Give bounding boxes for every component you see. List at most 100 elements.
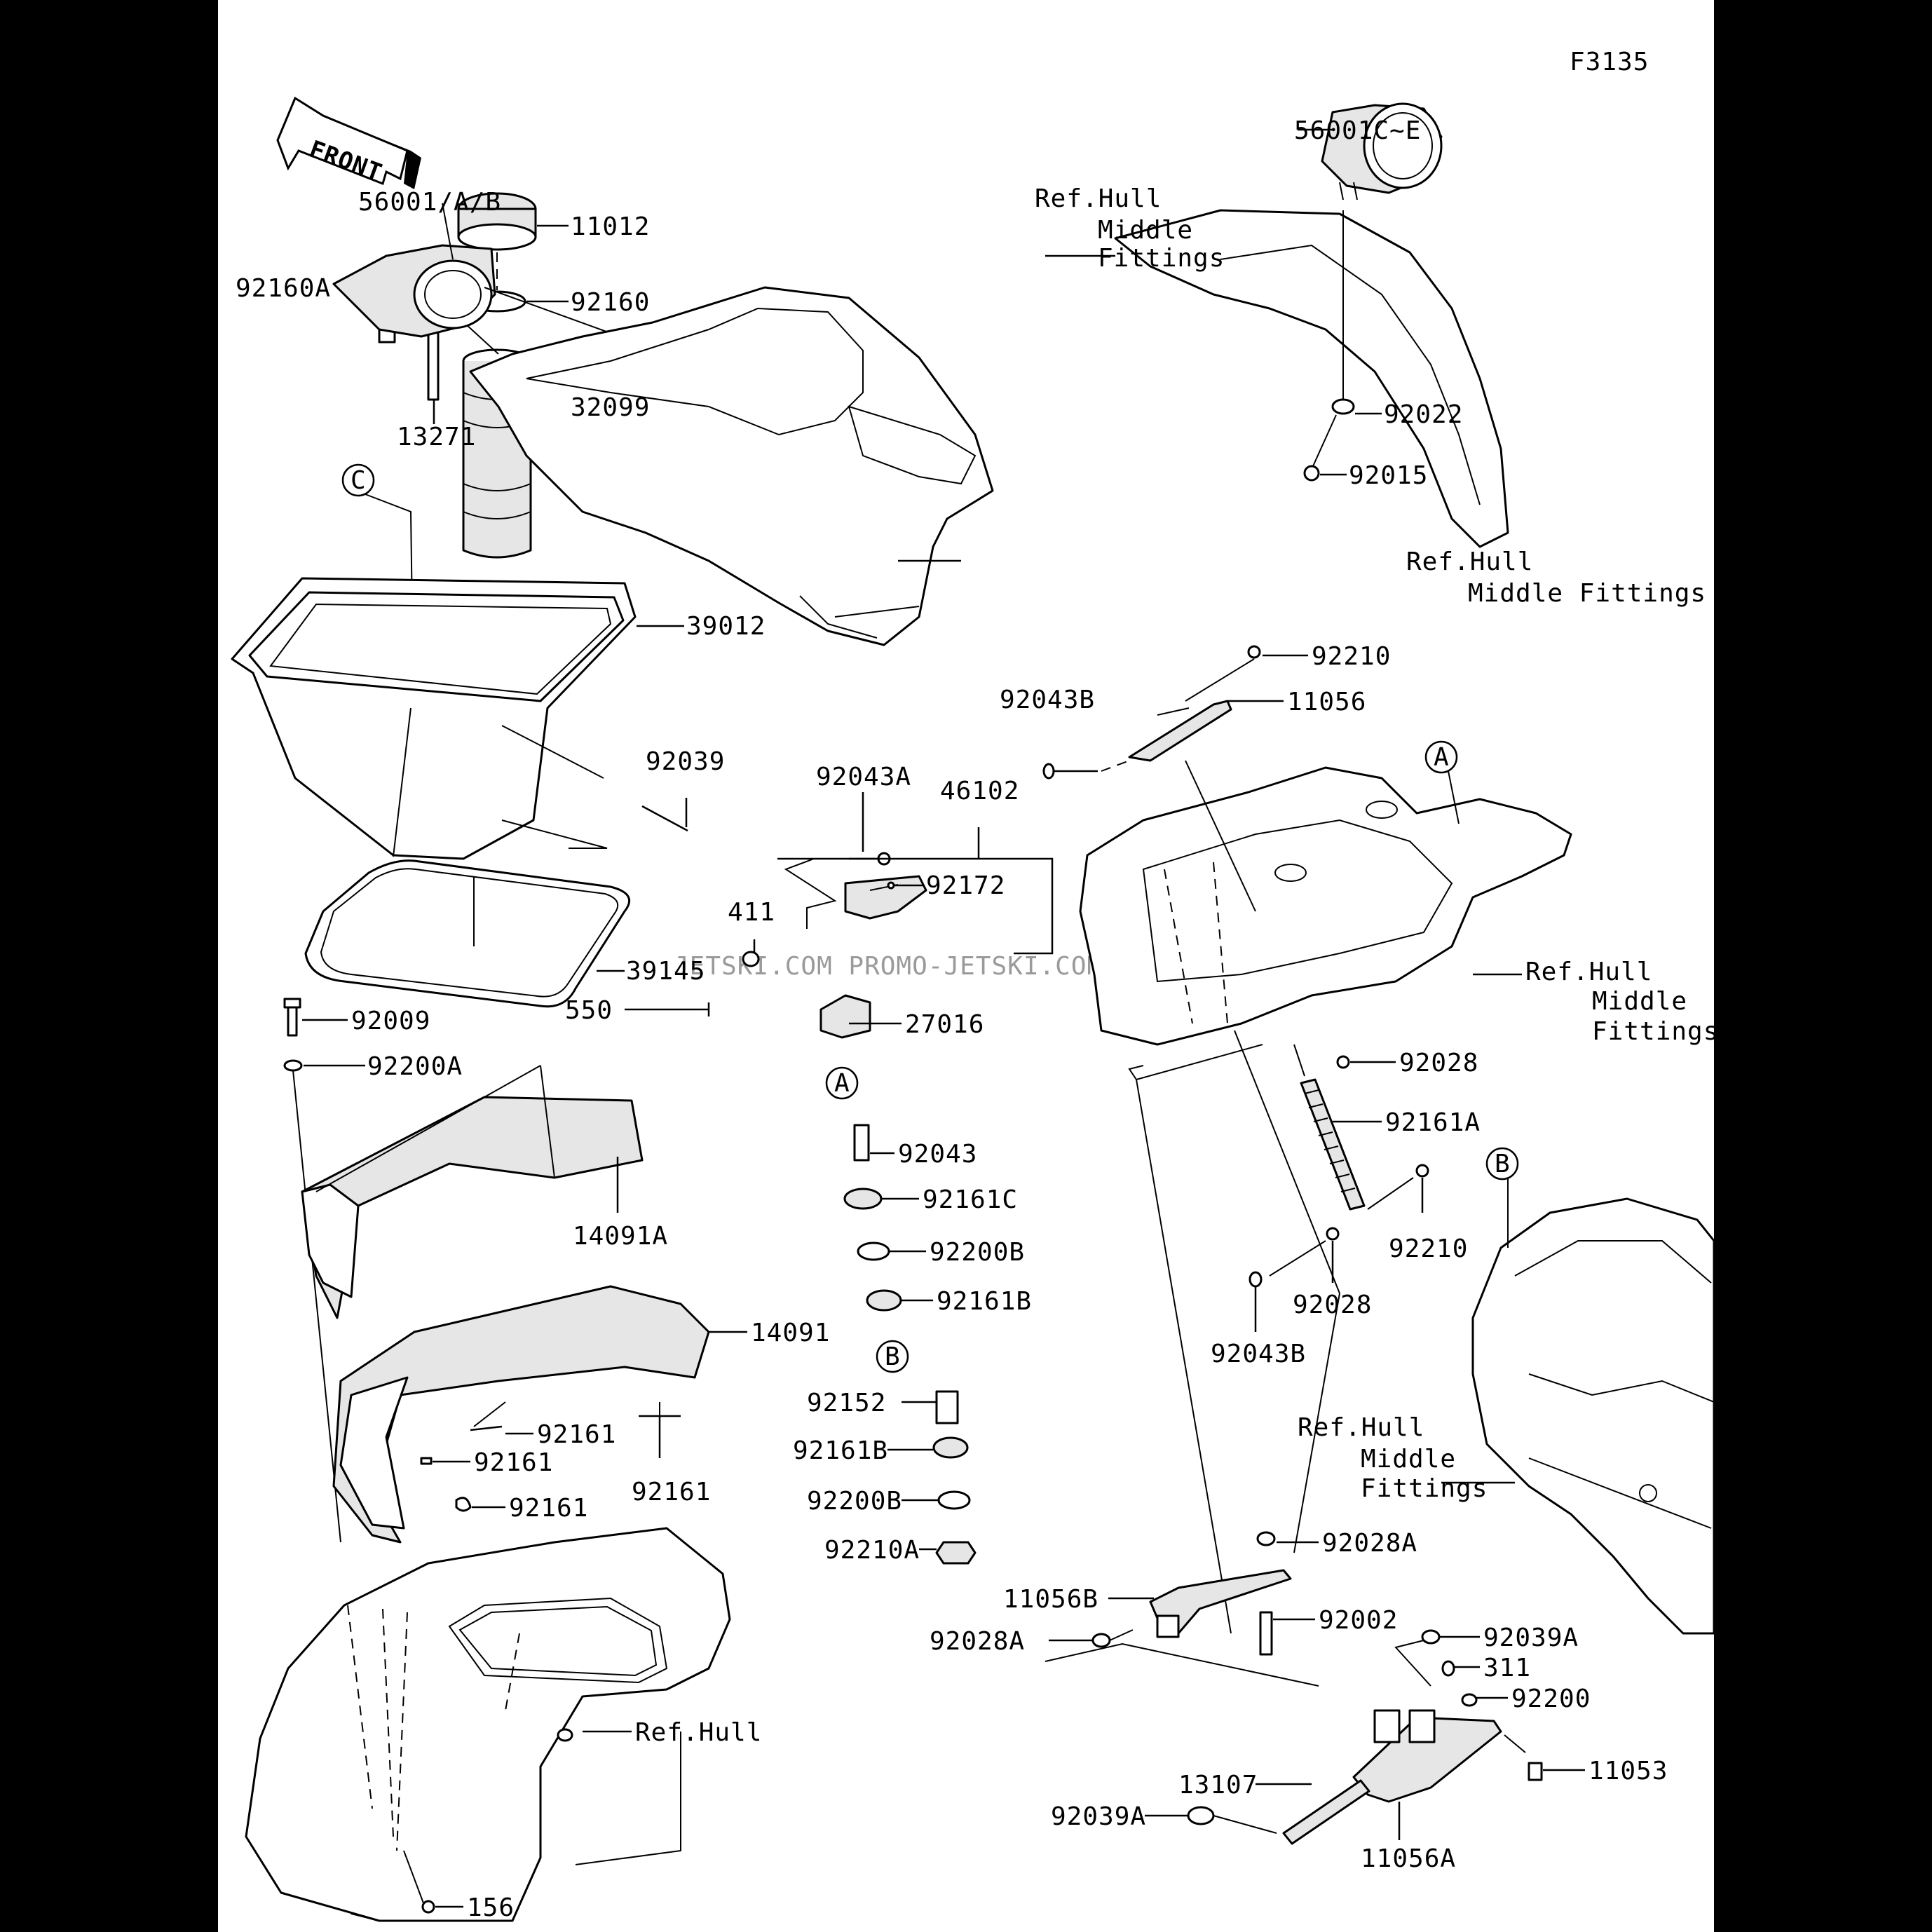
ref-hull-1-line1: Ref.Hull xyxy=(1035,184,1162,213)
svg-text:B: B xyxy=(1495,1150,1511,1178)
part-411-washer xyxy=(742,939,760,967)
label-92161A: 92161A xyxy=(1385,1108,1481,1137)
part-92039-pin xyxy=(641,798,688,832)
svg-text:A: A xyxy=(1434,743,1450,772)
ref-hull-4-line3: Fittings xyxy=(1361,1474,1488,1503)
label-156: 156 xyxy=(467,1893,515,1922)
label-14091A: 14091A xyxy=(573,1222,668,1251)
part-92210A-nut xyxy=(919,1541,977,1565)
link-line-2 xyxy=(1135,1044,1263,1634)
part-92002-screw xyxy=(1259,1611,1315,1656)
label-92015: 92015 xyxy=(1349,461,1428,490)
part-56001AB-mirror xyxy=(332,203,727,376)
part-hull-middle-fittings-1 xyxy=(469,286,994,646)
part-92015-nut xyxy=(1303,414,1347,482)
svg-text:B: B xyxy=(885,1342,901,1371)
label-13271: 13271 xyxy=(397,423,476,451)
ref-marker-c xyxy=(341,463,375,497)
part-hull-middle-fittings-3 xyxy=(1079,760,1572,1046)
part-46102-latch-body xyxy=(844,875,927,920)
label-92043: 92043 xyxy=(898,1140,977,1169)
part-92028A-spacer xyxy=(1256,1531,1319,1546)
label-11012: 11012 xyxy=(571,212,650,241)
ref-hull-3-line2: Middle xyxy=(1592,987,1687,1016)
diagram-sheet: F3135 FRONT JETSKI.COM PROMO-JETSKI.COM … xyxy=(218,0,1714,1932)
part-56001CE-mirror xyxy=(1298,102,1443,200)
part-156-screw xyxy=(403,1850,463,1914)
label-92210A: 92210A xyxy=(824,1536,920,1565)
label-92009: 92009 xyxy=(351,1007,430,1035)
ref-marker-b xyxy=(876,1340,909,1373)
part-ref-hull-front xyxy=(245,1527,731,1922)
part-92161B-washer xyxy=(866,1289,933,1312)
label-11056A: 11056A xyxy=(1361,1844,1456,1873)
ref-hull-front: Ref.Hull xyxy=(635,1718,762,1747)
label-92161-c: 92161 xyxy=(509,1494,588,1523)
label-550: 550 xyxy=(565,996,613,1025)
part-11012-cap xyxy=(457,192,569,251)
part-11056B-hook xyxy=(1108,1569,1292,1638)
part-92043A-bolt xyxy=(849,792,891,866)
label-92028-a: 92028 xyxy=(1399,1049,1478,1077)
label-311: 311 xyxy=(1483,1654,1531,1682)
label-56001CE: 56001C~E xyxy=(1294,116,1421,145)
svg-text:A: A xyxy=(834,1069,850,1098)
label-92028-b: 92028 xyxy=(1293,1291,1372,1319)
ref-marker-a xyxy=(825,1066,859,1100)
part-92200B-washer-2 xyxy=(902,1490,971,1510)
label-92200B-a: 92200B xyxy=(930,1238,1025,1267)
label-92161C: 92161C xyxy=(923,1185,1018,1214)
part-92152-collar xyxy=(902,1390,959,1424)
label-92043B-a: 92043B xyxy=(1000,686,1095,714)
label-92161-d: 92161 xyxy=(632,1478,711,1506)
ref-hull-1-line2: Middle xyxy=(1098,216,1193,245)
label-11053: 11053 xyxy=(1589,1757,1668,1785)
part-92039A-pin xyxy=(1394,1629,1480,1687)
label-92200A: 92200A xyxy=(367,1052,463,1081)
label-92028A-b: 92028A xyxy=(930,1627,1025,1656)
ref-hull-3-line1: Ref.Hull xyxy=(1525,958,1652,986)
label-92172: 92172 xyxy=(926,871,1005,900)
label-92028A-a: 92028A xyxy=(1322,1529,1417,1558)
label-14091: 14091 xyxy=(751,1319,830,1347)
part-labels: 11012 92160 92160A 13271 32099 39012 920… xyxy=(236,116,1714,1922)
label-92160A: 92160A xyxy=(236,274,331,303)
ref-marker-b-2 xyxy=(1485,1147,1519,1181)
part-550-pin xyxy=(625,1002,710,1016)
exploded-parts-diagram: F3135 FRONT JETSKI.COM PROMO-JETSKI.COM … xyxy=(231,48,1714,1922)
label-92210-b: 92210 xyxy=(1389,1234,1468,1263)
part-13107-shaft xyxy=(1256,1779,1370,1845)
label-92039A-a: 92039A xyxy=(1483,1624,1579,1652)
part-14091A-cover xyxy=(301,1065,644,1319)
ref-hull-2-line1: Ref.Hull xyxy=(1406,547,1533,576)
label-92022: 92022 xyxy=(1384,400,1463,429)
label-11056B: 11056B xyxy=(1003,1585,1098,1614)
link-tick xyxy=(1128,1065,1144,1080)
link-line-3 xyxy=(1045,1642,1319,1687)
label-92161-a: 92161 xyxy=(537,1420,616,1449)
label-92043A: 92043A xyxy=(816,763,911,791)
part-39145-seal xyxy=(304,859,631,1008)
part-92200B-washer xyxy=(857,1241,926,1261)
ref-hull-3-line3: Fittings xyxy=(1592,1017,1714,1046)
part-hull-middle-fittings-2 xyxy=(1045,209,1509,548)
label-39012: 39012 xyxy=(686,612,766,641)
label-11056: 11056 xyxy=(1287,688,1366,716)
label-92200B-b: 92200B xyxy=(807,1487,902,1516)
ref-hull-4-line2: Middle xyxy=(1361,1445,1456,1474)
part-92161B-washer-2 xyxy=(887,1436,969,1459)
part-92200-washer xyxy=(1461,1693,1508,1707)
front-arrow-icon: FRONT xyxy=(276,96,421,189)
part-92039A-pin-2 xyxy=(1145,1806,1277,1834)
ref-marker-a-2 xyxy=(1424,740,1458,774)
part-92161-grommets xyxy=(420,1401,681,1512)
label-39145: 39145 xyxy=(626,957,705,986)
label-92043B-b: 92043B xyxy=(1211,1340,1306,1368)
label-92002: 92002 xyxy=(1319,1606,1398,1635)
label-92161B-b: 92161B xyxy=(793,1436,888,1465)
part-11053-bolt xyxy=(1504,1734,1585,1781)
part-92009-bolt xyxy=(283,998,348,1037)
part-92028-spacer-2 xyxy=(1326,1227,1340,1283)
label-92161B-a: 92161B xyxy=(937,1287,1032,1316)
